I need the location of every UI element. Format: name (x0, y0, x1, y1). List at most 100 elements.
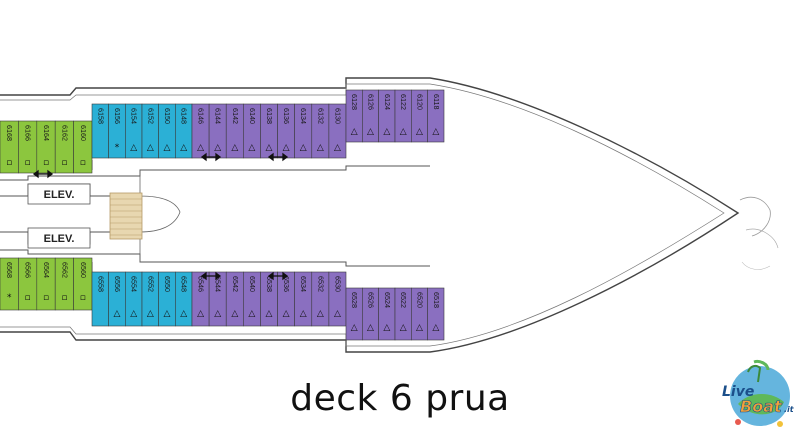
cabin-number: 6124 (383, 94, 392, 110)
cabin-6546[interactable]: 6546△ (191, 271, 210, 327)
cabin-6540[interactable]: 6540△ (243, 271, 261, 327)
cabin-6124[interactable]: 6124 △ (378, 89, 396, 143)
triangle-symbol: △ (130, 309, 137, 319)
cabin-6536[interactable]: 6536△ (277, 271, 295, 327)
cabin-6528[interactable]: 6528△ (345, 287, 363, 341)
cabin-number: 6528 (350, 292, 359, 308)
cabin-6144[interactable]: 6144△ (208, 103, 227, 159)
cabin-number: 6136 (282, 108, 291, 124)
cabin-number: 6120 (416, 94, 425, 110)
cabin-6550[interactable]: 6550 △ (158, 271, 176, 327)
triangle-symbol: △ (351, 127, 358, 137)
elevator-lower: ELEV. (27, 227, 91, 249)
cabin-number: 6132 (316, 108, 325, 124)
cabin-6130[interactable]: 6130△ (328, 103, 347, 159)
cabin-number: 6562 (60, 262, 69, 278)
cabin-6522[interactable]: 6522△ (394, 287, 412, 341)
cabin-6524[interactable]: 6524△ (378, 287, 396, 341)
cabin-6560[interactable]: 6560▫ (73, 257, 93, 311)
triangle-symbol: △ (416, 127, 423, 137)
cabin-6134[interactable]: 6134△ (294, 103, 313, 159)
connecting-door-arrow (267, 152, 289, 162)
cabin-6150[interactable]: 6150△ (158, 103, 176, 159)
liveboat-logo: Live Boat .it (722, 360, 795, 427)
cabin-6128[interactable]: 6128△ (345, 89, 363, 143)
cabin-6120[interactable]: 6120 △ (411, 89, 428, 143)
cabin-6518[interactable]: 6518△ (427, 287, 445, 341)
bed-symbol: ▫ (80, 158, 86, 168)
triangle-symbol: △ (197, 309, 204, 319)
cabin-6534[interactable]: 6534△ (294, 271, 313, 327)
cabin-6566[interactable]: 6566 ▫ (18, 257, 38, 311)
connecting-door-arrow (200, 152, 222, 162)
cabin-6558[interactable]: 6558 (91, 271, 109, 327)
cabin-number: 6150 (163, 108, 172, 124)
cabin-6542[interactable]: 6542△ (225, 271, 244, 327)
bed-symbol: ▫ (25, 158, 31, 168)
cabin-6568[interactable]: 6568* (0, 257, 19, 311)
cabin-number: 6154 (130, 108, 139, 124)
cabin-6548[interactable]: 6548△ (175, 271, 193, 327)
triangle-symbol: △ (383, 323, 390, 333)
cabin-6544[interactable]: 6544△ (208, 271, 227, 327)
cabin-number: 6560 (79, 262, 88, 278)
cabin-6154[interactable]: 6154△ (125, 103, 143, 159)
cabin-6554[interactable]: 6554△ (125, 271, 143, 327)
cabin-6162[interactable]: 6162▫ (54, 120, 74, 174)
cabin-6552[interactable]: 6552△ (141, 271, 159, 327)
cabin-number: 6156 (113, 108, 122, 124)
cabin-6118[interactable]: 6118△ (427, 89, 445, 143)
cabin-number: 6518 (432, 292, 441, 308)
cabin-6158[interactable]: 6158 (91, 103, 109, 159)
cabin-6520[interactable]: 6520△ (411, 287, 428, 341)
cabin-6166[interactable]: 6166 ▫ (18, 120, 38, 174)
triangle-symbol: △ (180, 143, 187, 153)
cabin-6160[interactable]: 6160 ▫ (73, 120, 93, 174)
triangle-symbol: △ (180, 309, 187, 319)
cabin-6526[interactable]: 6526△ (362, 287, 379, 341)
cabin-group-lower-green: 6568* 6566 ▫ 6564▫6562▫6560▫ (0, 257, 93, 311)
triangle-symbol: △ (367, 323, 374, 333)
cabin-6136[interactable]: 6136 △ (277, 103, 295, 159)
triangle-symbol: △ (266, 309, 273, 319)
cabin-6148[interactable]: 6148△ (175, 103, 193, 159)
cabin-6126[interactable]: 6126△ (362, 89, 379, 143)
cabin-6146[interactable]: 6146△ (191, 103, 210, 159)
triangle-symbol: △ (164, 309, 171, 319)
cabin-6142[interactable]: 6142△ (225, 103, 244, 159)
triangle-symbol: △ (300, 309, 307, 319)
bed-symbol: ▫ (25, 293, 31, 303)
cabin-6132[interactable]: 6132△ (311, 103, 330, 159)
triangle-symbol: △ (416, 323, 423, 333)
cabin-group-upper-purple-fore: 6128△6126△ 6124 △ 6122△ 6120 △ 6118△ (345, 89, 445, 143)
cabin-6538[interactable]: 6538 △ (260, 271, 278, 327)
cabin-number: 6550 (163, 276, 172, 292)
triangle-symbol: △ (197, 143, 204, 153)
cabin-6556[interactable]: 6556△ (108, 271, 126, 327)
cabin-6562[interactable]: 6562▫ (54, 257, 74, 311)
cabin-number: 6566 (24, 262, 33, 278)
cabin-number: 6568 (5, 262, 14, 278)
triangle-symbol: △ (248, 143, 255, 153)
triangle-symbol: △ (283, 143, 290, 153)
triangle-symbol: △ (383, 127, 390, 137)
cabin-6530[interactable]: 6530△ (328, 271, 347, 327)
cabin-6532[interactable]: 6532△ (311, 271, 330, 327)
cabin-6156[interactable]: 6156* (108, 103, 126, 159)
cabin-number: 6160 (79, 125, 88, 141)
cabin-6140[interactable]: 6140△ (243, 103, 261, 159)
cabin-number: 6144 (214, 108, 223, 124)
cabin-6138[interactable]: 6138△ (260, 103, 278, 159)
cabin-6168[interactable]: 6168▫ (0, 120, 19, 174)
cabin-6564[interactable]: 6564▫ (36, 257, 56, 311)
hull-outline (0, 77, 740, 353)
bed-symbol: ▫ (6, 158, 12, 168)
cabin-number: 6538 (265, 276, 274, 292)
cabin-number: 6522 (399, 292, 408, 308)
cabin-6122[interactable]: 6122△ (394, 89, 412, 143)
cabin-6164[interactable]: 6164▫ (36, 120, 56, 174)
cabin-6152[interactable]: 6152△ (141, 103, 159, 159)
cabin-number: 6166 (24, 125, 33, 141)
